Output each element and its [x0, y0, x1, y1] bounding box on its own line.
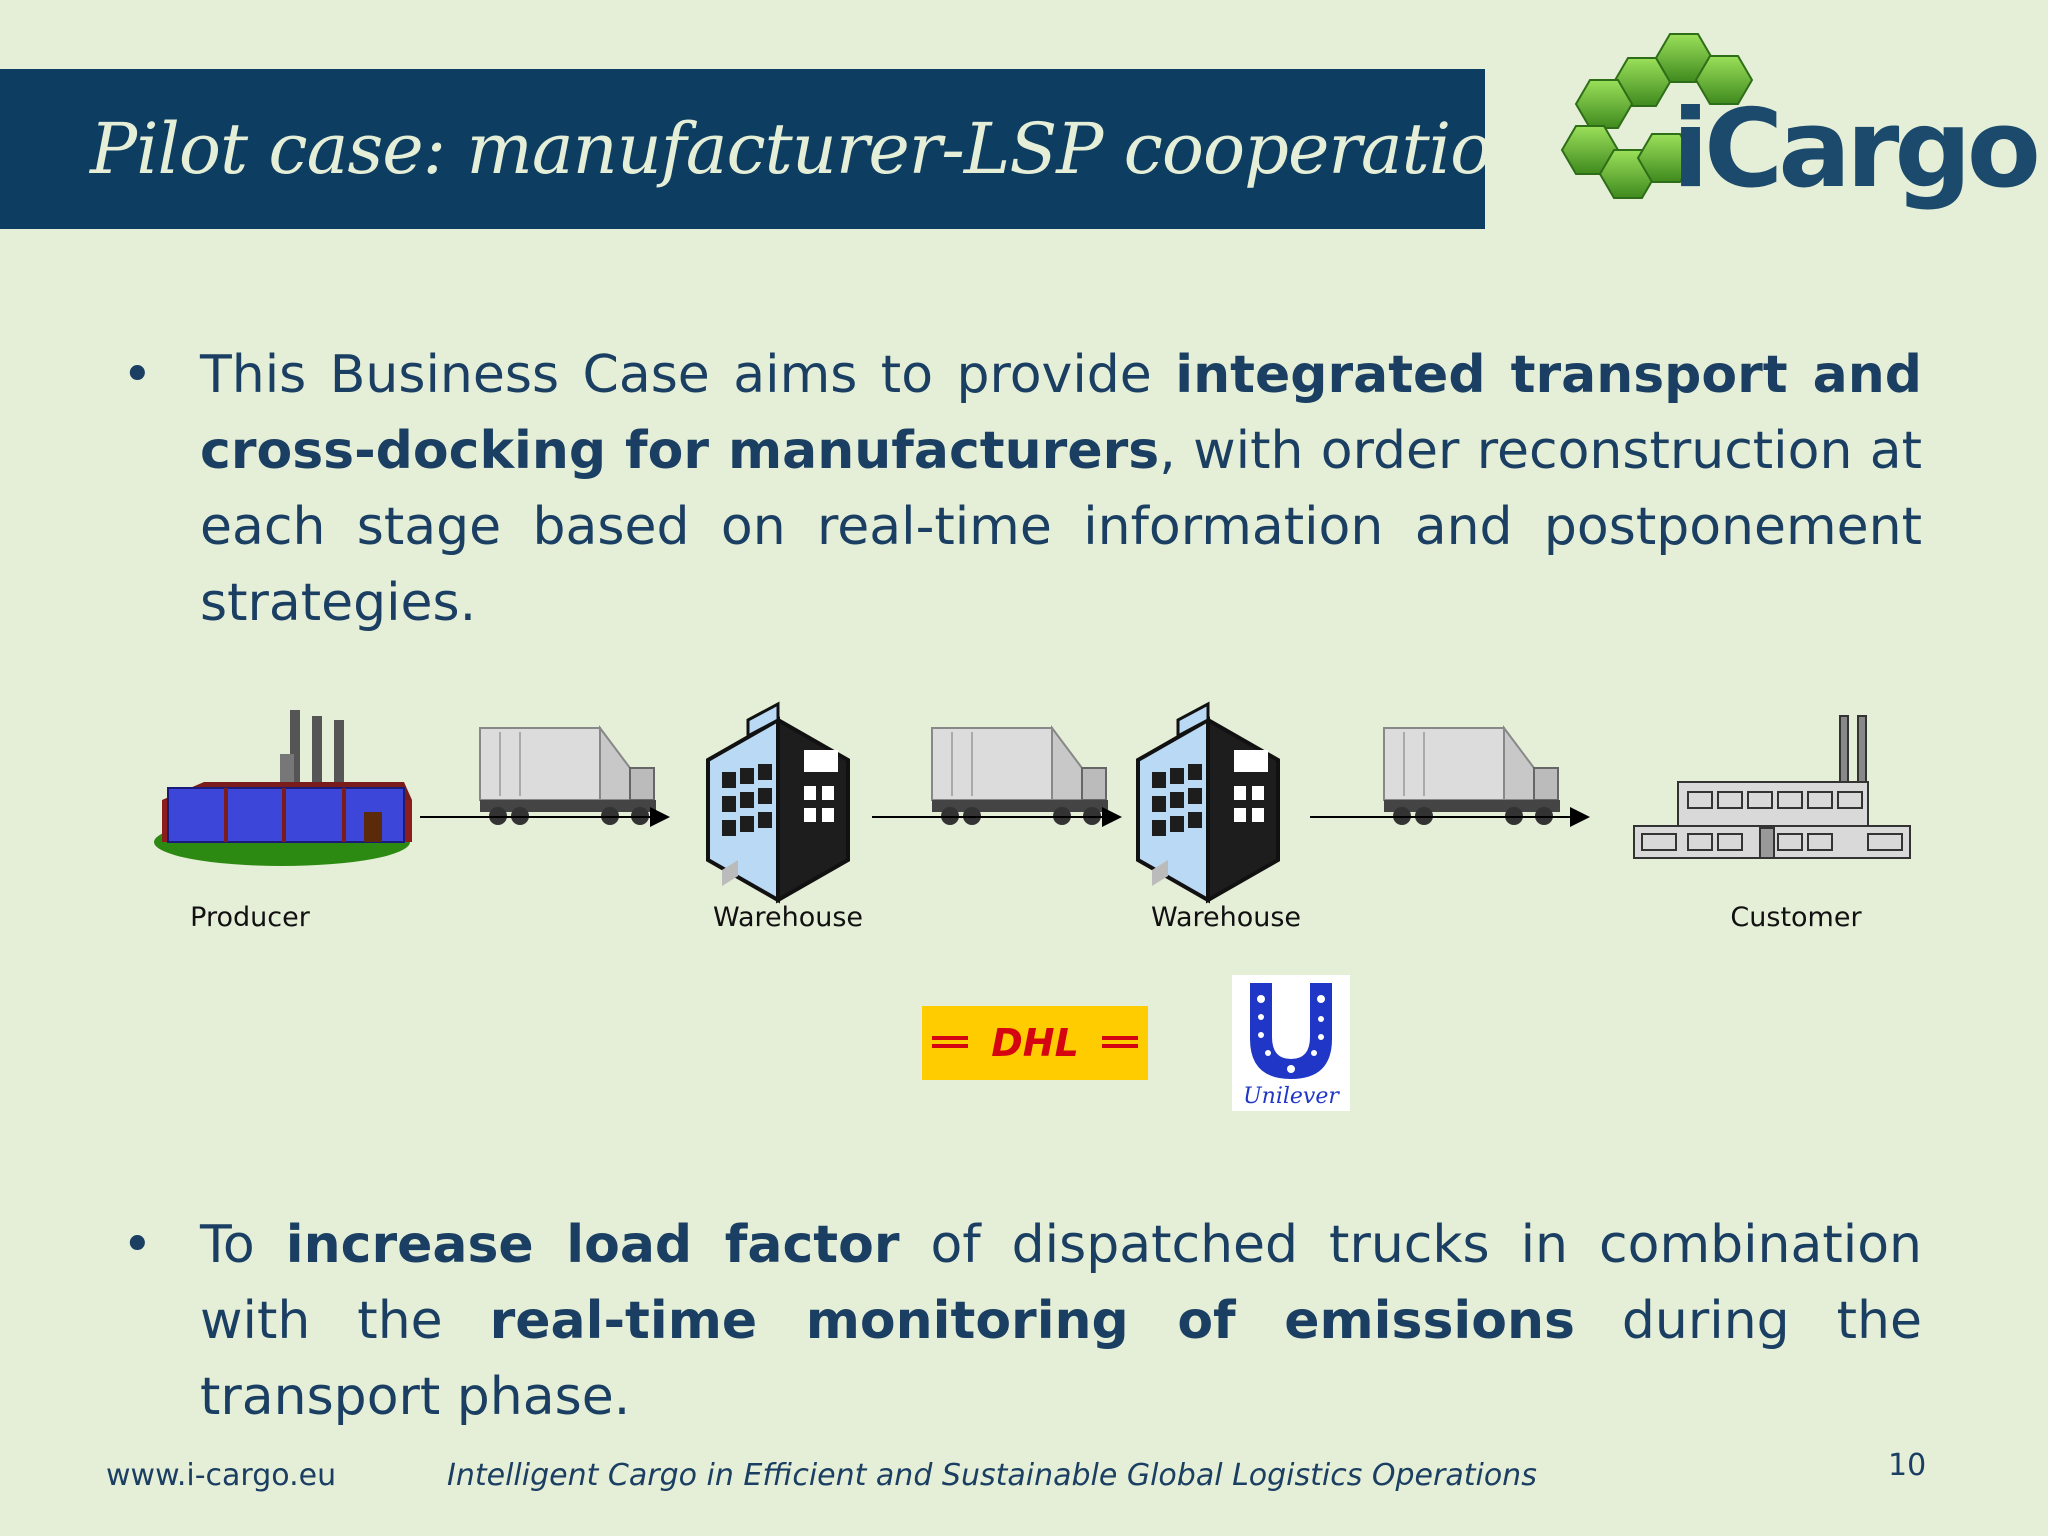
factory-icon — [154, 710, 412, 866]
customer-building-icon — [1633, 715, 1911, 859]
bullet-1-run-4: during the transport phase. — [200, 1291, 1922, 1427]
footer-url[interactable]: www.i-cargo.eu — [106, 1458, 337, 1493]
page-number: 10 — [1888, 1448, 1927, 1483]
icargo-logo-text: iCargo — [1672, 87, 2041, 212]
truck-icon — [1383, 727, 1561, 826]
bullet-1-run-0: To — [200, 1215, 286, 1275]
node-label-warehouse-1: Warehouse — [712, 902, 864, 933]
bullet-0-run-0: This Business Case aims to provide — [200, 345, 1176, 405]
icargo-logo-icon — [1560, 33, 1754, 199]
bullet-business-case: This Business Case aims to provide integ… — [122, 337, 1923, 641]
node-label-producer: Producer — [190, 902, 310, 933]
node-label-customer: Customer — [1730, 902, 1862, 933]
dhl-logo-text: DHL — [991, 1021, 1079, 1065]
bullet-0-run-2: , with order reconstruction at each stag… — [200, 421, 1923, 633]
warehouse-icon — [1136, 702, 1280, 902]
title-bar: Pilot case: manufacturer-LSP cooperation — [0, 69, 1536, 229]
unilever-logo-text: Unilever — [1243, 1084, 1340, 1109]
bullet-1-run-3: real-time monitoring of emissions — [489, 1291, 1575, 1351]
unilever-logo: Unilever — [1232, 975, 1350, 1111]
truck-icon — [479, 727, 657, 826]
truck-icon — [931, 727, 1109, 826]
bullet-1-run-2: of dispatched trucks in combination with… — [200, 1215, 1922, 1351]
bullet-1-run-1: increase load factor — [285, 1215, 900, 1275]
footer-tagline: Intelligent Cargo in Efficient and Susta… — [447, 1458, 1537, 1493]
warehouse-icon — [706, 702, 850, 902]
node-label-warehouse-2: Warehouse — [1150, 902, 1302, 933]
slide-title: Pilot case: manufacturer-LSP cooperation — [90, 108, 1536, 190]
bullet-0-run-1: integrated transport and cross-docking f… — [200, 345, 1922, 481]
logistics-flow-diagram — [154, 702, 1911, 902]
bullet-load-factor: To increase load factor of dispatched tr… — [122, 1207, 1922, 1435]
dhl-logo: DHL — [922, 1006, 1148, 1080]
